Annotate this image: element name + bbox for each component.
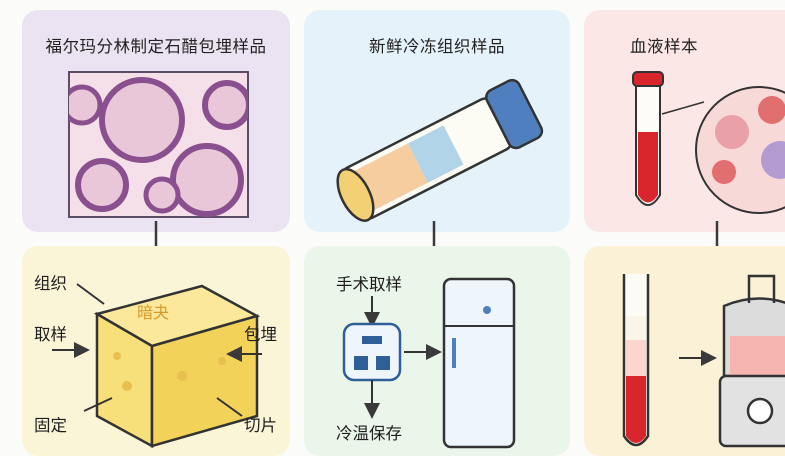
label-embedding: 包埋 — [244, 325, 277, 344]
label-fixation: 固定 — [34, 416, 67, 435]
centrifuge-icon — [622, 274, 785, 448]
label-tissue: 组织 — [34, 274, 67, 293]
paraffin-panel: 组织 取样 包埋 固定 切片 暗夬 — [22, 246, 290, 456]
ffpe-panel: 福尔玛分林制定石醋包埋样品 — [22, 10, 290, 232]
label-sampling: 取样 — [34, 325, 67, 344]
histology-image — [68, 71, 249, 218]
frozen-panel: 新鲜冷冻组织样品 — [304, 10, 570, 232]
blood-tube-icon — [632, 71, 785, 214]
blood-process-panel — [584, 246, 785, 456]
block-stamp-text: 暗夬 — [137, 303, 170, 322]
cryo-tube-icon — [336, 78, 544, 222]
frozen-process-panel: 手术取样 冷温保存 — [304, 246, 570, 456]
frozen-title: 新鲜冷冻组织样品 — [369, 37, 505, 56]
label-surgery: 手术取样 — [336, 275, 402, 294]
ffpe-title: 福尔玛分林制定石醋包埋样品 — [45, 37, 267, 56]
flowchart-icon — [342, 322, 402, 382]
frozen-process-diagram — [342, 277, 516, 449]
blood-title: 血液样本 — [630, 37, 698, 56]
blood-panel: 血液样本 — [584, 10, 785, 232]
label-cold-storage: 冷温保存 — [336, 424, 402, 443]
label-sectioning: 切片 — [244, 416, 277, 435]
